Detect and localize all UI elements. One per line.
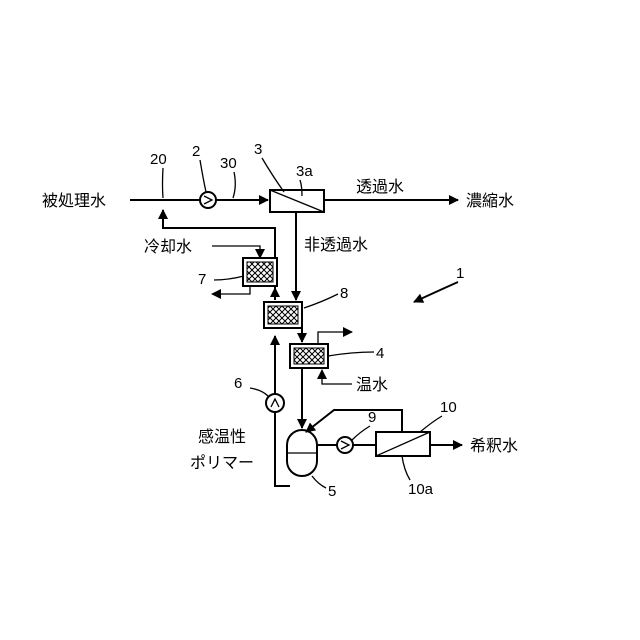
membrane-module bbox=[270, 190, 324, 212]
non-permeate-label: 非透過水 bbox=[304, 235, 368, 254]
warm-water-label: 温水 bbox=[356, 375, 388, 394]
ref-system: 1 bbox=[456, 265, 464, 282]
cooling-water-label: 冷却水 bbox=[144, 237, 192, 256]
ref-heating-exchanger: 4 bbox=[376, 345, 384, 362]
dilute-membrane-module bbox=[376, 432, 430, 456]
ref-feed-line: 30 bbox=[220, 155, 237, 172]
feed-water-label: 被処理水 bbox=[42, 191, 106, 210]
ref-membrane: 3a bbox=[296, 163, 313, 180]
polymer-pump bbox=[266, 394, 284, 412]
thermo-polymer-label-1: 感温性 bbox=[198, 427, 246, 446]
ref-dilute-module: 10 bbox=[440, 399, 457, 416]
ref-dilute-pump: 9 bbox=[368, 409, 376, 426]
ref-dilute-membrane: 10a bbox=[408, 481, 434, 498]
ref-feed-pump: 2 bbox=[192, 143, 200, 160]
diluted-water-label: 希釈水 bbox=[470, 436, 518, 455]
ref-membrane-module: 3 bbox=[254, 141, 262, 158]
permeate-label: 透過水 bbox=[356, 177, 404, 196]
thermo-polymer-label-2: ポリマー bbox=[190, 453, 254, 472]
recovery-heat-exchanger bbox=[264, 302, 302, 328]
heating-heat-exchanger bbox=[290, 332, 352, 384]
polymer-tank bbox=[287, 430, 317, 476]
concentrate-label: 濃縮水 bbox=[466, 191, 514, 210]
ref-polymer-tank: 5 bbox=[328, 483, 336, 500]
cooling-heat-exchanger bbox=[212, 246, 277, 294]
feed-pump bbox=[200, 192, 216, 208]
ref-cooling-exchanger: 7 bbox=[198, 271, 206, 288]
ref-polymer-pump: 6 bbox=[234, 375, 242, 392]
dilute-pump bbox=[337, 437, 353, 453]
ref-junction: 20 bbox=[150, 151, 167, 168]
ref-recovery-exchanger: 8 bbox=[340, 285, 348, 302]
